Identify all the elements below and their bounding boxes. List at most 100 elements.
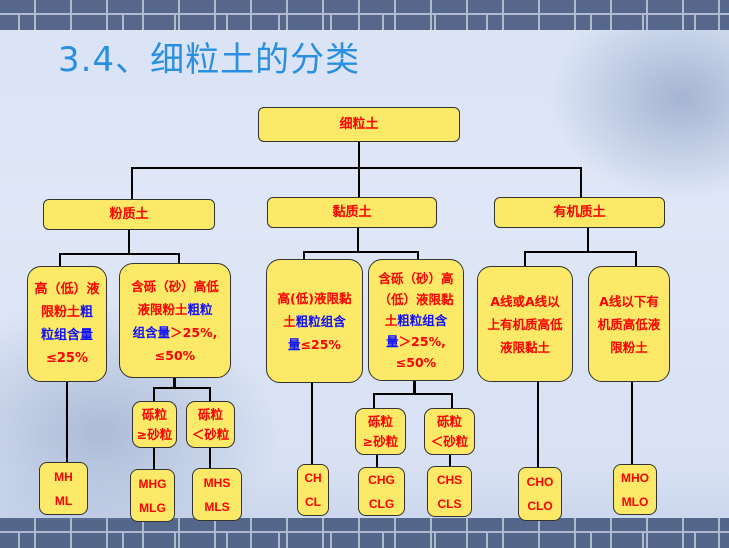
text-red: 高（低）液 [34, 282, 100, 297]
node-fine-grained-soil: 细粒土 [258, 107, 460, 142]
text-red: 机质高低液 [597, 316, 661, 332]
text-blue: 粗粒组含 [397, 312, 448, 328]
connector [153, 447, 155, 470]
node-organic-silt: A线以下有 机质高低液 限粉土 [588, 266, 670, 382]
connector [131, 167, 133, 199]
code-label: CLO [527, 499, 553, 513]
text-blue: 粗粒 [187, 301, 213, 317]
node-code-mho-mlo: MHO MLO [613, 464, 657, 515]
connector [373, 393, 452, 395]
connector [537, 382, 539, 468]
connector [303, 251, 305, 262]
code-label: MHG [138, 476, 167, 491]
node-organic-soil: 有机质土 [494, 197, 665, 228]
node-code-chg-clg: CHG CLG [358, 467, 405, 516]
code-label: CH [304, 471, 322, 485]
node-silt-low-coarse: 高（低）液 限粉土粗 粒组含量 ≤25% [27, 266, 107, 382]
text-red: ＞25%, [398, 333, 446, 349]
text-blue: 组含量 [132, 324, 171, 340]
connector [66, 380, 68, 464]
connector [128, 229, 130, 254]
code-label: MHS [203, 475, 231, 490]
code-label: CHG [368, 472, 395, 487]
node-gravel-lt-sand: 砾粒 ＜砂粒 [424, 408, 475, 455]
text-red: 含砾（砂）高低 [131, 278, 219, 294]
node-code-mh-ml: MH ML [39, 462, 88, 515]
node-code-mhs-mls: MHS MLS [192, 468, 242, 521]
code-label: CL [305, 495, 321, 509]
connector [580, 167, 582, 198]
code-label: MLG [139, 500, 166, 515]
connector [209, 387, 211, 402]
connector [376, 454, 378, 468]
brick-border-bottom [0, 518, 729, 548]
connector [358, 141, 360, 168]
node-code-mhg-mlg: MHG MLG [130, 469, 175, 522]
node-code-cho-clo: CHO CLO [518, 467, 562, 521]
node-clayey-soil: 黏质土 [267, 197, 437, 228]
connector [59, 253, 179, 255]
node-label: 有机质土 [553, 205, 606, 220]
code-label: CHS [436, 472, 463, 487]
text-red: 砾粒 [367, 413, 393, 429]
text-red: A线以下有 [599, 293, 659, 309]
text-red: 砾粒 [141, 406, 167, 422]
connector [59, 253, 61, 267]
node-gravel-ge-sand: 砾粒 ≥砂粒 [132, 401, 177, 448]
connector [131, 167, 582, 169]
code-label: CLS [437, 496, 462, 511]
text-blue: 粗 [80, 305, 94, 320]
connector [311, 382, 313, 464]
text-blue: 粗粒组含 [295, 313, 346, 329]
connector [373, 393, 375, 408]
text-red: 液限黏土 [499, 339, 550, 355]
node-silt-gravelly: 含砾（砂）高低 液限粉土粗粒 组含量＞25%, ≤50% [119, 263, 231, 378]
code-label: MH [54, 469, 73, 484]
connector [524, 251, 637, 253]
connector [358, 167, 360, 198]
text-red: 含砾（砂）高 [378, 270, 454, 286]
text-red: 限粉土 [40, 305, 80, 320]
text-red: ≥砂粒 [362, 433, 399, 449]
connector [357, 227, 359, 252]
code-label: MLS [204, 499, 230, 514]
text-red: 液限粉土 [137, 301, 188, 317]
connector [635, 251, 637, 267]
node-label: 粉质土 [109, 207, 149, 222]
text-red: 砾粒 [197, 406, 223, 422]
connector [153, 387, 211, 389]
connector [417, 251, 419, 262]
text-red: 上有机质高低 [487, 316, 563, 332]
text-red: 土 [283, 313, 296, 329]
code-label: ML [54, 493, 73, 508]
text-red: ≤50% [395, 354, 437, 370]
node-label: 黏质土 [332, 205, 372, 220]
text-blue: 量 [288, 336, 301, 352]
connector [178, 253, 180, 267]
text-red: ≤50% [154, 347, 196, 363]
node-silty-soil: 粉质土 [43, 199, 215, 230]
text-blue: 量 [386, 333, 399, 349]
text-red: 限粉土 [610, 339, 648, 355]
text-red: ＜砂粒 [191, 426, 230, 442]
text-red: ＜砂粒 [430, 433, 469, 449]
node-label: 细粒土 [339, 117, 379, 132]
text-red: A线或A线以 [490, 293, 560, 309]
background-decoration [549, 30, 729, 200]
code-label: CLG [368, 496, 395, 511]
node-organic-clay: A线或A线以 上有机质高低 液限黏土 [477, 266, 573, 382]
text-red: ＞25%, [170, 324, 218, 340]
text-red: ≤25% [45, 351, 88, 366]
brick-border-top [0, 0, 729, 30]
connector [449, 454, 451, 467]
slide-title: 3.4、细粒土的分类 [58, 40, 361, 80]
text-red: 土 [384, 312, 398, 328]
node-clay-gravelly: 含砾（砂）高 （低）液限黏 土粗粒组含 量＞25%, ≤50% [368, 259, 464, 381]
connector [451, 393, 453, 408]
code-label: MLO [621, 494, 649, 509]
text-blue: 粒组含量 [40, 328, 93, 343]
connector [587, 227, 589, 252]
text-red: ≤25% [300, 336, 341, 352]
text-red: （低）液限黏 [378, 291, 454, 307]
node-gravel-ge-sand: 砾粒 ≥砂粒 [355, 408, 406, 455]
